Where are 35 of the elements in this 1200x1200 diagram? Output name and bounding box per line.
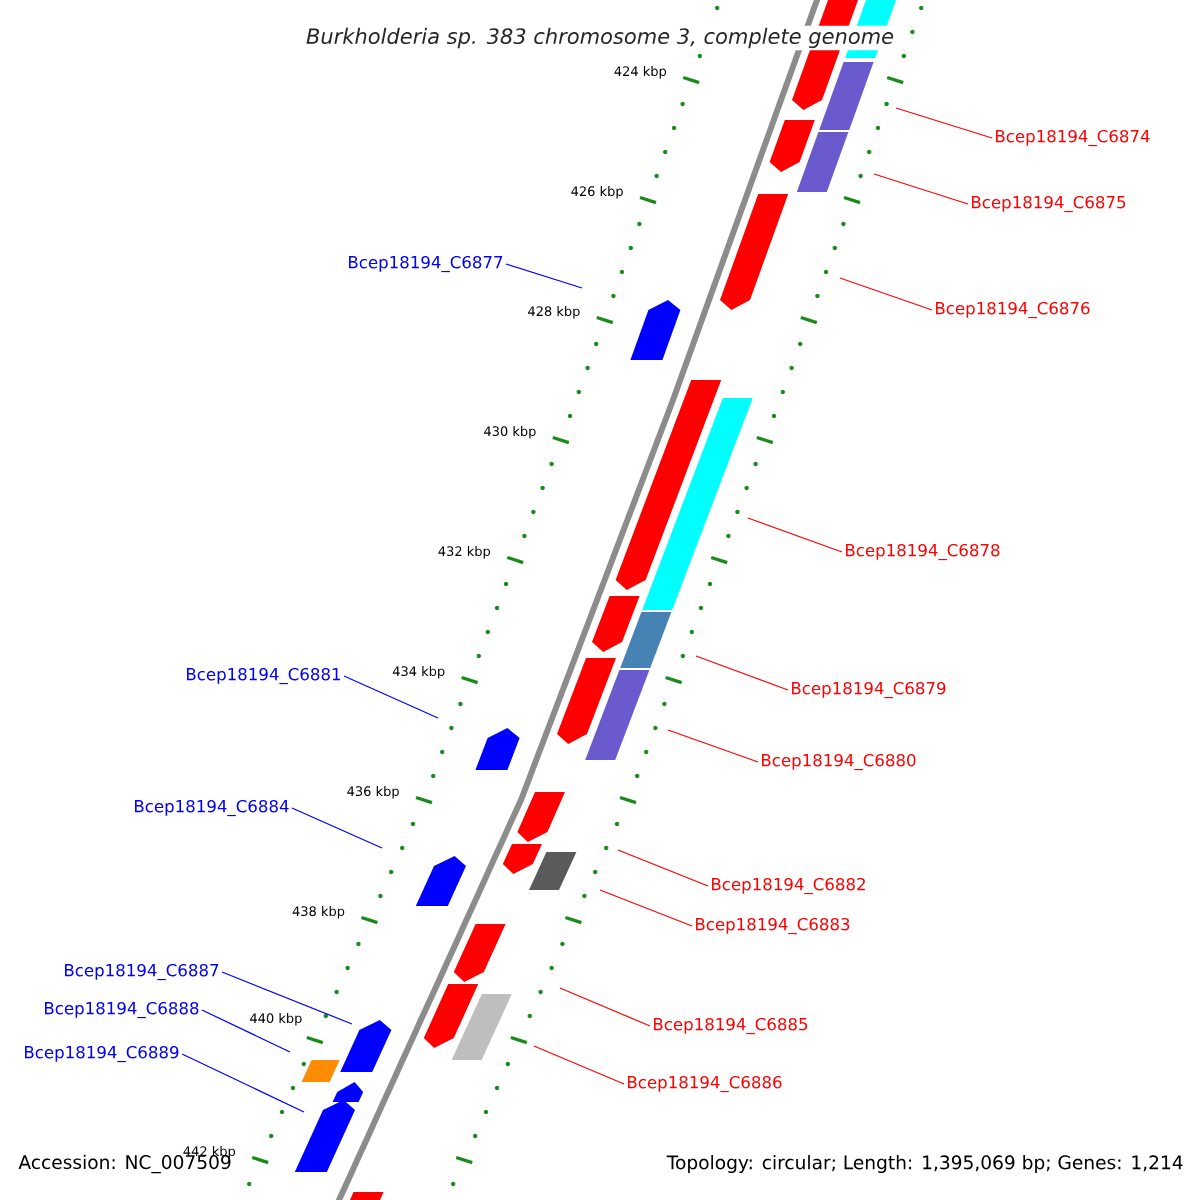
title: Burkholderia sp. 383 chromosome 3, complete genome — [303, 25, 897, 51]
gene-label: Bcep18194_C6888 — [45, 1001, 199, 1019]
gene-label: Bcep18194_C6889 — [25, 1045, 179, 1063]
gene-label: Bcep18194_C6874 — [996, 129, 1150, 147]
gene-label: Bcep18194_C6883 — [696, 917, 850, 935]
leader-line — [747, 517, 843, 553]
gene-label: Bcep18194_C6884 — [135, 799, 289, 817]
leader-line — [839, 277, 933, 311]
gene-label: Bcep18194_C6887 — [65, 963, 219, 981]
leader-line — [873, 173, 969, 205]
leader-line — [221, 971, 353, 1025]
gene-label: Bcep18194_C6878 — [846, 543, 1000, 561]
gene-label: Bcep18194_C6879 — [792, 681, 946, 699]
gene-label: Bcep18194_C6885 — [654, 1017, 808, 1035]
accession-text: Accession: NC_007509 — [18, 1154, 231, 1174]
leader-line — [505, 263, 583, 289]
leader-line — [559, 987, 651, 1027]
gene-label: Bcep18194_C6880 — [762, 753, 916, 771]
leader-line — [291, 807, 383, 849]
gene-label: Bcep18194_C6881 — [187, 667, 341, 685]
leader-line — [667, 729, 759, 763]
gene-label: Bcep18194_C6882 — [712, 877, 865, 895]
leader-line — [895, 107, 993, 139]
gene-label: Bcep18194_C6877 — [349, 255, 503, 273]
gene-label: Bcep18194_C6876 — [936, 301, 1090, 319]
leader-line — [599, 889, 693, 927]
leader-line — [343, 675, 439, 719]
leader-line — [181, 1053, 305, 1113]
leader-line — [695, 655, 789, 691]
gene-label: Bcep18194_C6886 — [628, 1075, 782, 1093]
leader-line — [617, 849, 709, 887]
leader-line — [533, 1045, 625, 1085]
leader-line — [201, 1009, 291, 1053]
genome-info-text: Topology: circular; Length: 1,395,069 bp; Genes: 1,214 — [666, 1155, 1183, 1173]
gene-label: Bcep18194_C6875 — [972, 195, 1126, 213]
